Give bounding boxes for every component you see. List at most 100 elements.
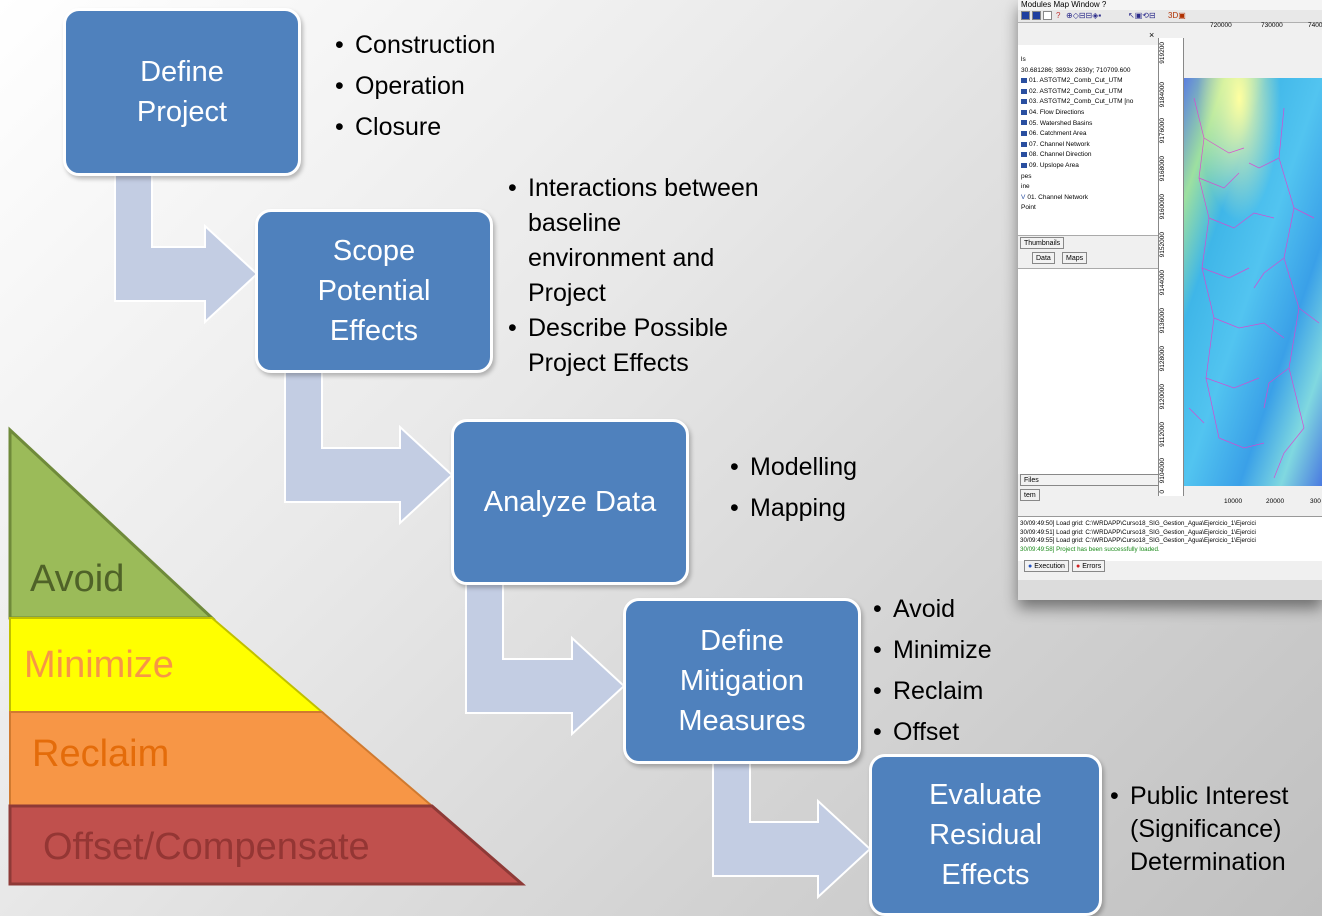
grid-icon	[1021, 77, 1027, 83]
tree-item[interactable]: ine	[1021, 183, 1030, 191]
tab-item[interactable]: tem	[1020, 489, 1040, 501]
tree-item[interactable]: 06. Catchment Area	[1018, 129, 1158, 140]
bullet-item: Minimize	[873, 630, 992, 671]
y-tick-label: 9120000	[1159, 384, 1166, 410]
tree-item[interactable]: 04. Flow Directions	[1018, 108, 1158, 119]
arrow-2	[284, 367, 454, 526]
app-toolbar: ? ⊕◇⊟⊟◈▪ ↖▣⟲⊟ 3D▣	[1018, 10, 1322, 23]
tree-item[interactable]: 08. Channel Direction	[1018, 150, 1158, 161]
tree-item-label: 03. ASTGTM2_Comb_Cut_UTM [no	[1029, 98, 1134, 106]
y-tick-label: 919200	[1159, 42, 1166, 64]
tree-item-label: 05. Watershed Basins	[1029, 119, 1093, 127]
y-tick-label: 9128000	[1159, 346, 1166, 372]
step-label: Define Mitigation Measures	[678, 624, 806, 737]
tree-item-label: 01. Channel Network	[1027, 193, 1089, 201]
cursor-icon: ↖▣⟲⊟	[1128, 11, 1156, 20]
tree-item-label: 07. Channel Network	[1029, 140, 1090, 148]
tab-thumbnails[interactable]: Thumbnails	[1020, 237, 1065, 249]
arrow-4	[712, 759, 872, 900]
bullets-define-project: Construction Operation Closure	[335, 25, 495, 148]
hierarchy-level-offset	[8, 804, 527, 886]
grid-icon	[1021, 120, 1027, 126]
hierarchy-label-offset-compensate: Offset/Compensate	[43, 826, 370, 868]
tree-item-label: 09. Upslope Area	[1029, 161, 1079, 169]
tab-errors[interactable]: ● Errors	[1072, 560, 1106, 572]
close-icon[interactable]: ×	[1149, 30, 1155, 40]
y-tick-label: 9112000	[1159, 422, 1166, 447]
tree-item-label: 08. Channel Direction	[1029, 151, 1092, 159]
bullet-item: Closure	[335, 107, 495, 148]
step-define-mitigation-measures: Define Mitigation Measures	[623, 598, 861, 764]
tree-item-label: 02. ASTGTM2_Comb_Cut_UTM	[1029, 87, 1123, 95]
tree-item[interactable]: 30.681286; 3893x 2630y; 710709.600	[1021, 66, 1131, 74]
grid-icon	[1021, 152, 1027, 158]
y-tick-label: 9136000	[1159, 308, 1166, 334]
x-tick-label: 730000	[1261, 22, 1283, 29]
x-tick-label: 10000	[1224, 498, 1243, 505]
bullet-item: Operation	[335, 66, 495, 107]
y-tick-label: 9152000	[1159, 232, 1166, 258]
step-analyze-data: Analyze Data	[451, 419, 689, 585]
tab-data[interactable]: Data	[1032, 252, 1055, 264]
log-line: 30/09:49:51] Load grid: C:\WRDAPP\Curso1…	[1020, 528, 1256, 536]
log-line: 30/09:49:55] Load grid: C:\WRDAPP\Curso1…	[1020, 537, 1256, 544]
files-dropdown[interactable]: Files	[1020, 474, 1166, 486]
properties-panel	[1018, 268, 1168, 474]
step-label: Define Project	[136, 55, 228, 128]
app-menubar: Modules Map Window ?	[1018, 0, 1322, 10]
tree-item[interactable]: 03. ASTGTM2_Comb_Cut_UTM [no	[1018, 97, 1158, 108]
bullet-item: Reclaim	[873, 671, 992, 712]
x-tick-label: 300	[1310, 498, 1321, 505]
step-define-project: Define Project	[63, 8, 301, 176]
message-log: 30/09:49:50] Load grid: C:\WRDAPP\Curso1…	[1018, 516, 1322, 561]
tree-item[interactable]: 01. ASTGTM2_Comb_Cut_UTM	[1018, 76, 1158, 87]
bullet-item: Offset	[873, 712, 992, 753]
gis-application-screenshot: Modules Map Window ? ? ⊕◇⊟⊟◈▪ ↖▣⟲⊟ 3D▣ 7…	[1018, 0, 1322, 600]
hierarchy-label-avoid: Avoid	[30, 558, 125, 600]
tree-item[interactable]: 07. Channel Network	[1018, 140, 1158, 151]
y-tick-label: 9168000	[1159, 156, 1166, 182]
tree-item-label: 06. Catchment Area	[1029, 130, 1087, 138]
left-ruler: 919200 9184000 9176000 9168000 9160000 9…	[1158, 38, 1184, 496]
workspace-tree[interactable]: ls 30.681286; 3893x 2630y; 710709.600 01…	[1018, 45, 1159, 236]
toolbar-button-icon	[1021, 11, 1030, 20]
y-tick-label: 9184000	[1159, 82, 1166, 108]
tree-item[interactable]: pes	[1021, 172, 1032, 180]
bullet-item: Construction	[335, 25, 495, 66]
tab-execution[interactable]: ● Execution	[1024, 560, 1069, 572]
step-label: Scope Potential Effects	[317, 234, 431, 347]
tree-item[interactable]: 05. Watershed Basins	[1018, 119, 1158, 130]
error-icon: ●	[1076, 563, 1083, 570]
y-tick-label: 9104000	[1159, 458, 1166, 484]
tree-item[interactable]: Point	[1021, 204, 1036, 212]
grid-icon	[1021, 99, 1027, 105]
y-tick-label: 0	[1159, 490, 1166, 494]
x-tick-label: 720000	[1210, 22, 1232, 29]
tree-item[interactable]: ls	[1021, 56, 1026, 63]
log-line: 30/09:49:58] Project has been successful…	[1020, 545, 1160, 553]
x-tick-label: 7400	[1308, 22, 1322, 29]
hierarchy-label-reclaim: Reclaim	[32, 733, 170, 775]
y-tick-label: 9144000	[1159, 270, 1166, 296]
bullets-define-mitigation-measures: Avoid Minimize Reclaim Offset	[873, 589, 992, 753]
grid-icon	[1021, 88, 1027, 94]
tree-item[interactable]: 09. Upslope Area	[1018, 161, 1158, 172]
bullets-evaluate-residual-effects: Public Interest (Significance) Determina…	[1110, 780, 1288, 879]
arrow-3	[465, 581, 626, 737]
toolbar-info-icon	[1043, 11, 1052, 20]
elevation-map-view[interactable]	[1184, 78, 1322, 486]
tab-label: Execution	[1034, 563, 1065, 570]
bullets-analyze-data: Modelling Mapping	[730, 447, 857, 529]
tab-label: Errors	[1082, 563, 1102, 570]
tab-maps[interactable]: Maps	[1062, 252, 1088, 264]
step-evaluate-residual-effects: Evaluate Residual Effects	[869, 754, 1102, 916]
bullet-item: Modelling	[730, 447, 857, 488]
y-tick-label: 9176000	[1159, 118, 1166, 144]
mitigation-hierarchy-triangle	[8, 426, 527, 886]
bullet-item: Describe Possible Project Effects	[508, 311, 759, 381]
status-bar	[1018, 580, 1322, 600]
tree-item[interactable]: 02. ASTGTM2_Comb_Cut_UTM	[1018, 87, 1158, 98]
step-scope-potential-effects: Scope Potential Effects	[255, 209, 493, 373]
